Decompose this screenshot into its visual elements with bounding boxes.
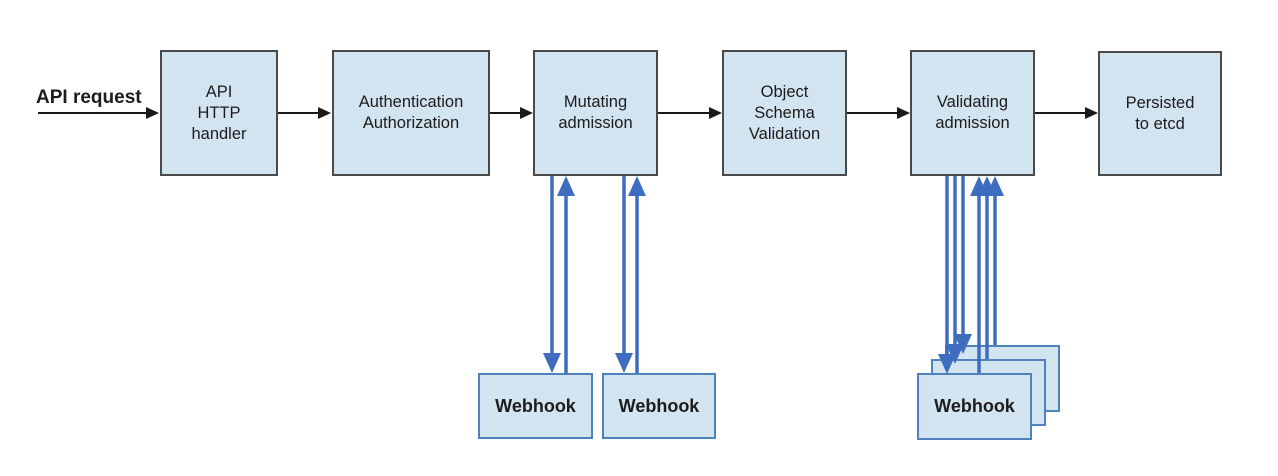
webhook-mutating-1: Webhook	[478, 373, 593, 439]
arrow-schema-to-validating	[847, 107, 910, 119]
arrow-mutating-to-schema	[658, 107, 722, 119]
node-authentication-authorization: Authentication Authorization	[332, 50, 490, 176]
arrow-auth-to-mutating	[490, 107, 533, 119]
node-persisted-to-etcd: Persisted to etcd	[1098, 51, 1222, 176]
arrow-mutating-to-webhook2	[615, 176, 633, 373]
node-object-schema-validation: Object Schema Validation	[722, 50, 847, 176]
api-request-label: API request	[36, 87, 142, 108]
arrow-webhooks-to-validating-up	[970, 176, 1004, 373]
arrow-mutating-to-webhook1	[543, 176, 561, 373]
arrow-webhook1-to-mutating	[557, 176, 575, 373]
webhook-validating-front: Webhook	[917, 373, 1032, 440]
arrow-handler-to-auth	[278, 107, 331, 119]
node-validating-admission: Validating admission	[910, 50, 1035, 176]
node-mutating-admission: Mutating admission	[533, 50, 658, 176]
webhook-mutating-2: Webhook	[602, 373, 716, 439]
node-api-http-handler: API HTTP handler	[160, 50, 278, 176]
arrow-webhook2-to-mutating	[628, 176, 646, 373]
arrow-validating-to-etcd	[1035, 107, 1098, 119]
